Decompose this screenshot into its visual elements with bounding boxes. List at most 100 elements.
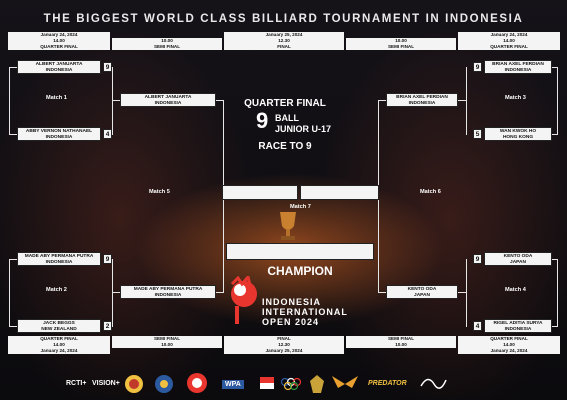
date-label: January 24, 2024: [40, 32, 78, 37]
player-country: INDONESIA: [504, 326, 532, 332]
top-bar-quarter-right: January 24, 2024 14.00 QUARTER FINAL: [458, 32, 560, 50]
sponsor-vision: VISION+: [92, 380, 120, 387]
date-label: January 24, 2024: [490, 32, 528, 37]
bracket-line: [466, 67, 467, 135]
player-slot-p6: WAN KWOK HO HONG KONG: [484, 127, 552, 141]
player-country: JAPAN: [510, 259, 526, 265]
player-country: INDONESIA: [45, 259, 73, 265]
bracket-line: [112, 100, 120, 101]
logo-line-3: OPEN 2024: [262, 317, 320, 327]
round-label: QUARTER FINAL: [490, 44, 528, 49]
player-name: ABBY VERNON NATHANAEL: [25, 129, 93, 134]
score-p5: 9: [473, 62, 482, 72]
player-name: ALBERT JANUARTA: [35, 62, 83, 67]
player-name: BRIAN AXEL FERDIAN: [492, 62, 544, 67]
garuda-emblem-icon: [310, 375, 324, 393]
player-country: INDONESIA: [154, 292, 182, 298]
bracket-line: [552, 259, 558, 260]
match-label-7: Match 7: [290, 204, 311, 210]
player-name: MADE ABY PERMANA PUTRA: [24, 254, 94, 259]
player-country: JAPAN: [414, 292, 430, 298]
time-label: 14.00: [503, 342, 515, 347]
tournament-logo-icon: [230, 276, 257, 324]
time-label: 14.00: [53, 38, 65, 43]
bottom-bar-quarter-right: QUARTER FINAL 14.00 January 24, 2024: [458, 336, 560, 354]
time-label: 14.00: [53, 342, 65, 347]
logo-line-1: INDONESIA: [262, 297, 322, 307]
score-p7: 9: [473, 254, 482, 264]
sponsor-wpa: WPA: [222, 380, 244, 389]
player-country: INDONESIA: [504, 67, 532, 73]
time-label: 10.00: [161, 342, 173, 347]
wings-logo-icon: [332, 376, 358, 388]
time-label: 14.00: [503, 38, 515, 43]
player-slot-p1: ALBERT JANUARTA INDONESIA: [17, 60, 101, 74]
time-label: 10.00: [161, 38, 173, 43]
bracket-line: [9, 134, 17, 135]
score-p8: 4: [473, 321, 482, 331]
bracket-line: [112, 292, 120, 293]
round-label: SEMI FINAL: [387, 44, 415, 49]
bracket-line: [378, 100, 386, 101]
player-country: INDONESIA: [154, 100, 182, 106]
final-slot-left: [222, 185, 298, 200]
bottom-bar-semi-right: SEMI FINAL 10.00: [346, 336, 456, 348]
player-slot-p4: JACK BEGGS NEW ZEALAND: [17, 319, 101, 333]
time-label: 12.30: [278, 38, 290, 43]
player-slot-p3: MADE ABY PERMANA PUTRA INDONESIA: [17, 252, 101, 266]
bottom-bar-semi-left: SEMI FINAL 10.00: [112, 336, 222, 348]
date-label: January 24, 2024: [490, 348, 528, 353]
player-name: KENTO ODA: [503, 254, 533, 259]
bracket-line: [552, 134, 558, 135]
champion-slot: [226, 243, 374, 260]
player-name: RIGEL ADITIA SURYA: [493, 321, 543, 326]
time-label: 10.00: [395, 38, 407, 43]
match-label-2: Match 2: [46, 287, 67, 293]
bracket-line: [9, 259, 10, 327]
top-bar-quarter-left: January 24, 2024 14.00 QUARTER FINAL: [8, 32, 110, 50]
champion-label: CHAMPION: [267, 264, 333, 278]
match-label-4: Match 4: [505, 287, 526, 293]
bracket-line: [112, 259, 113, 327]
bracket-line: [458, 100, 466, 101]
player-country: INDONESIA: [45, 67, 73, 73]
semi-slot-s2: MADE ABY PERMANA PUTRA INDONESIA: [120, 285, 216, 299]
stage-label: QUARTER FINAL: [244, 98, 326, 109]
category-label: JUNIOR U-17: [275, 124, 332, 134]
round-label: FINAL: [277, 336, 291, 341]
semi-slot-s4: KENTO ODA JAPAN: [386, 285, 458, 299]
trophy-icon: [280, 212, 296, 240]
bracket-line: [9, 67, 10, 135]
round-label: FINAL: [277, 44, 291, 49]
match-label-6: Match 6: [420, 189, 441, 195]
bracket-line: [458, 292, 466, 293]
time-label: 10.00: [395, 342, 407, 347]
bracket-line: [552, 67, 558, 68]
player-name: WAN KWOK HO: [499, 129, 537, 134]
top-bar-semi-right: 10.00 SEMI FINAL: [346, 38, 456, 50]
top-bar-semi-left: 10.00 SEMI FINAL: [112, 38, 222, 50]
player-country: NEW ZEALAND: [41, 326, 77, 332]
bracket-line: [466, 259, 467, 327]
player-name: KENTO ODA: [407, 287, 437, 292]
round-label: SEMI FINAL: [387, 336, 415, 341]
player-name: MADE ABY PERMANA PUTRA: [133, 287, 203, 292]
player-slot-p2: ABBY VERNON NATHANAEL INDONESIA: [17, 127, 101, 141]
al-logo-icon: [187, 373, 207, 393]
sponsor-predator: PREDATOR: [368, 380, 407, 387]
round-label: SEMI FINAL: [153, 44, 181, 49]
script-logo-icon: [420, 378, 447, 389]
indonesia-flag-icon: [260, 377, 274, 389]
player-name: BRIAN AXEL FERDIAN: [396, 95, 448, 100]
player-name: JACK BEGGS: [43, 321, 75, 326]
match-label-1: Match 1: [46, 95, 67, 101]
score-p3: 9: [103, 254, 112, 264]
score-p1: 9: [103, 62, 112, 72]
bottom-bar-final: FINAL 12.30 January 25, 2024: [224, 336, 344, 354]
round-label: SEMI FINAL: [153, 336, 181, 341]
date-label: January 25, 2024: [265, 32, 303, 37]
bracket-line: [216, 292, 224, 293]
olympic-rings-icon: [280, 377, 302, 391]
ball-word: BALL: [275, 113, 299, 123]
match-label-3: Match 3: [505, 95, 526, 101]
